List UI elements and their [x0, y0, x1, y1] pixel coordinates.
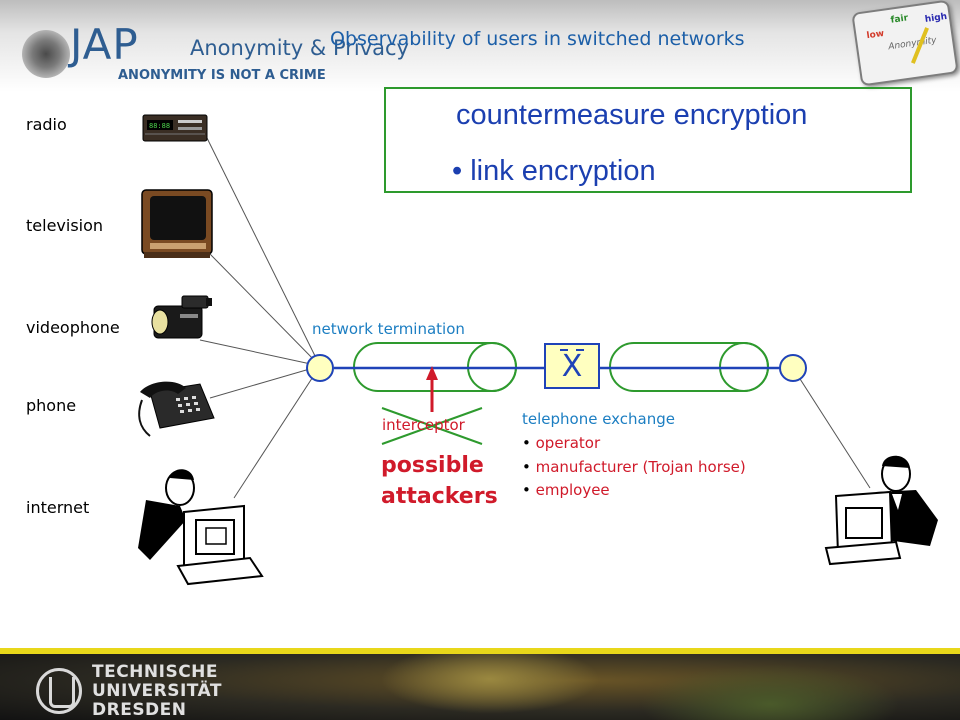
jap-logo-tagline: ANONYMITY IS NOT A CRIME — [118, 68, 326, 83]
university-line-3: DRESDEN — [92, 700, 187, 720]
interceptor-label: interceptor — [382, 416, 465, 434]
tu-dresden-logo-icon — [36, 668, 82, 714]
device-label-phone: phone — [26, 396, 77, 415]
jap-logo-subtitle: Anonymity & Privacy — [190, 36, 409, 60]
possible-attackers-label: possible attackers — [381, 453, 498, 509]
slide-footer: TECHNISCHE UNIVERSITÄT DRESDEN — [0, 648, 960, 720]
link-radio — [205, 135, 321, 367]
termination-node-right — [779, 354, 807, 382]
slide-header: JAP Anonymity & Privacy ANONYMITY IS NOT… — [0, 0, 960, 92]
device-label-radio: radio — [26, 115, 67, 134]
remote-user-icon — [824, 455, 938, 566]
slide-title: Observability of users in switched netwo… — [330, 28, 745, 50]
university-line-2: UNIVERSITÄT — [92, 681, 222, 701]
university-line-1: TECHNISCHE — [92, 662, 219, 682]
list-item: employee — [522, 479, 746, 503]
termination-node-left — [306, 354, 334, 382]
interceptor-arrowhead — [426, 366, 438, 380]
device-label-television: television — [26, 216, 104, 235]
strike-line-2 — [381, 407, 483, 445]
network-termination-label: network termination — [312, 320, 465, 338]
jap-logo-text: JAP — [70, 20, 139, 69]
eye-logo-icon — [22, 30, 70, 78]
svg-text:88:88: 88:88 — [149, 122, 170, 130]
device-label-videophone: videophone — [26, 318, 120, 337]
list-item: manufacturer (Trojan horse) — [522, 456, 746, 480]
exchange-switch-icon — [544, 343, 600, 389]
countermeasure-bullet: • link encryption — [452, 155, 656, 187]
telephone-icon — [138, 381, 215, 437]
link-phone — [209, 365, 321, 399]
computer-user-icon — [138, 469, 264, 586]
camcorder-icon — [151, 295, 212, 339]
countermeasure-title: countermeasure encryption — [456, 99, 808, 131]
telephone-exchange-title: telephone exchange — [522, 410, 675, 428]
link-television — [209, 253, 321, 367]
exchange-attacker-list: operator manufacturer (Trojan horse) emp… — [522, 432, 746, 503]
television-icon — [141, 189, 213, 258]
switch-symbol: X — [561, 348, 583, 384]
list-item: operator — [522, 432, 746, 456]
link-internet — [233, 365, 321, 499]
countermeasure-box: countermeasure encryption • link encrypt… — [384, 87, 912, 193]
link-videophone — [199, 339, 321, 367]
link-remote-user — [792, 367, 871, 489]
radio-icon: 88:88 — [142, 114, 208, 142]
device-label-internet: internet — [26, 498, 90, 517]
